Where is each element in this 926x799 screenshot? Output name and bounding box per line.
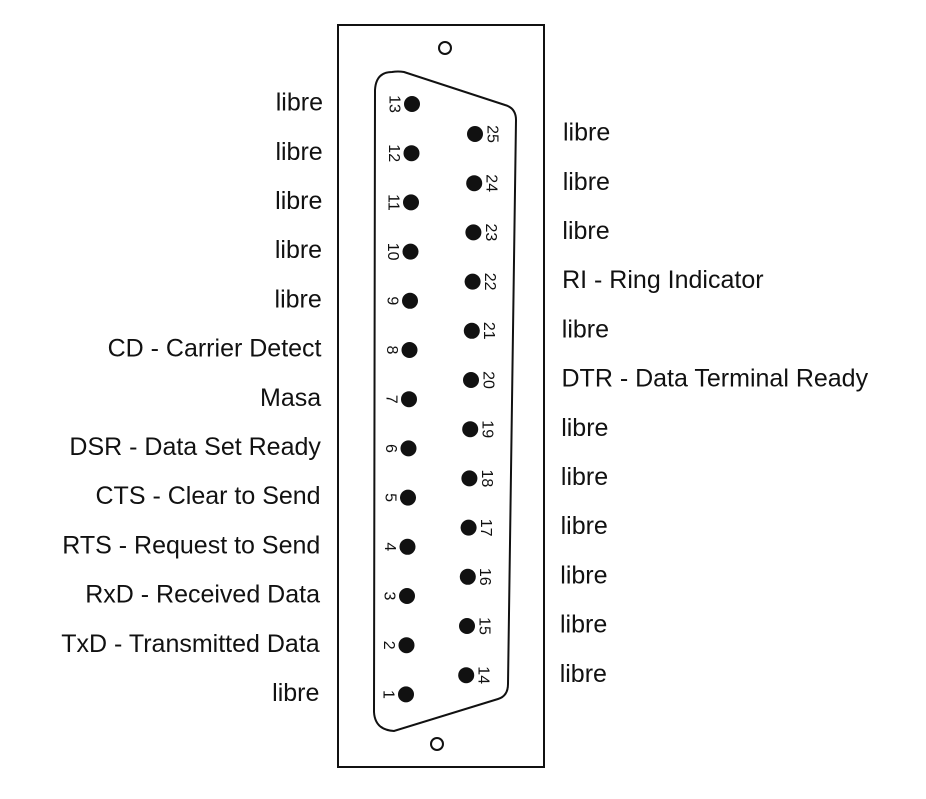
pin-11-label: libre: [275, 187, 322, 215]
pin-7-label: Masa: [260, 384, 321, 412]
pin-10-label: libre: [275, 236, 322, 264]
pin-4-dot: [399, 538, 416, 555]
pin-19-label: libre: [561, 414, 608, 442]
top-mounting-hole: [438, 41, 452, 55]
pin-5-label: CTS - Clear to Send: [96, 482, 321, 510]
pin-21-label: libre: [562, 315, 609, 343]
pin-15-label: libre: [560, 611, 607, 639]
pin-3-number: 3: [380, 592, 397, 601]
pin-4-label: RTS - Request to Send: [62, 531, 320, 559]
pin-5-number: 5: [381, 493, 398, 502]
pin-20-dot: [463, 372, 479, 388]
pin-20-label: DTR - Data Terminal Ready: [562, 365, 869, 393]
pin-1-number: 1: [379, 690, 396, 699]
pin-9-dot: [402, 292, 418, 309]
pin-25-number: 25: [483, 125, 500, 143]
pin-10-number: 10: [384, 243, 401, 261]
pin-7-number: 7: [382, 395, 399, 404]
pin-3-dot: [399, 588, 415, 604]
pin-8-number: 8: [383, 346, 400, 355]
pin-12-label: libre: [275, 138, 322, 166]
pin-12-dot: [403, 145, 420, 162]
pin-22-number: 22: [481, 273, 498, 291]
pin-2-number: 2: [380, 641, 397, 650]
bottom-mounting-hole: [430, 737, 444, 751]
pin-25-dot: [467, 126, 483, 142]
pin-8-dot: [401, 342, 418, 358]
pin-18-number: 18: [478, 470, 495, 488]
pin-20-number: 20: [479, 371, 496, 389]
pin-1-dot: [398, 686, 414, 703]
pin-3-label: RxD - Received Data: [85, 581, 320, 609]
pin-19-dot: [462, 421, 479, 438]
pin-12-number: 12: [385, 144, 402, 162]
pin-16-dot: [459, 568, 476, 585]
pin-2-dot: [398, 637, 415, 654]
pin-11-number: 11: [384, 194, 401, 211]
pin-25-label: libre: [563, 119, 610, 147]
pin-23-label: libre: [562, 217, 609, 245]
connector-plate: [337, 24, 545, 768]
pin-14-label: libre: [560, 660, 607, 688]
pin-24-number: 24: [483, 174, 500, 192]
pin-7-dot: [401, 391, 417, 408]
pin-13-label: libre: [276, 89, 323, 117]
pin-6-label: DSR - Data Set Ready: [69, 433, 321, 461]
pin-23-dot: [465, 224, 482, 241]
pin-17-number: 17: [477, 519, 494, 537]
pin-23-number: 23: [482, 224, 499, 242]
pin-9-label: libre: [275, 285, 322, 313]
pin-14-number: 14: [475, 666, 492, 684]
pin-6-dot: [400, 440, 417, 457]
pin-13-number: 13: [385, 95, 402, 113]
pin-17-label: libre: [561, 512, 608, 540]
pin-5-dot: [400, 489, 416, 506]
pin-18-dot: [461, 470, 478, 487]
pin-11-dot: [403, 194, 419, 211]
pin-2-label: TxD - Transmitted Data: [61, 630, 319, 658]
pin-22-label: RI - Ring Indicator: [562, 266, 763, 294]
pins-right-row: 25 libre 24 libre 23 libre 22 RI - Ring Indicat…: [458, 119, 869, 688]
pin-10-dot: [402, 243, 419, 260]
pin-22-dot: [464, 273, 481, 290]
pin-15-dot: [459, 618, 475, 634]
pin-1-label: libre: [272, 679, 319, 707]
pin-24-dot: [466, 175, 483, 192]
connector-shell: [372, 70, 518, 733]
pin-13-dot: [404, 96, 420, 112]
pin-24-label: libre: [563, 168, 610, 196]
pin-6-number: 6: [382, 444, 399, 453]
pin-14-dot: [458, 667, 475, 684]
pin-16-number: 16: [476, 568, 493, 586]
pin-21-number: 21: [480, 322, 497, 340]
pin-9-number: 9: [383, 296, 400, 305]
pin-15-number: 15: [475, 617, 492, 635]
pin-8-label: CD - Carrier Detect: [108, 335, 322, 363]
pin-17-dot: [460, 519, 477, 536]
pin-4-number: 4: [381, 542, 398, 551]
pin-21-dot: [463, 322, 480, 339]
pin-16-label: libre: [560, 561, 607, 589]
pin-18-label: libre: [561, 463, 608, 491]
pin-19-number: 19: [479, 420, 496, 438]
